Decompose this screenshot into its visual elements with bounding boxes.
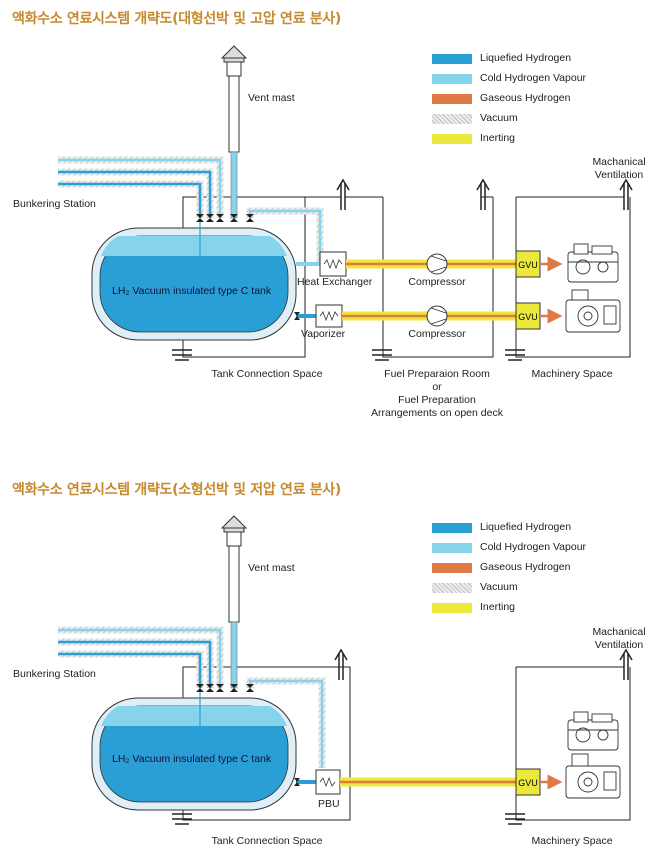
legend-label: Vacuum: [480, 112, 518, 124]
diagram-title-small-ship: 액화수소 연료시스템 개략도(소형선박 및 저압 연료 분사): [12, 482, 341, 498]
pbu: [315, 769, 341, 795]
valve-row: [196, 214, 254, 222]
legend-swatch: [432, 523, 472, 533]
gvu-label: GVU: [518, 778, 538, 788]
engine-icon: [565, 711, 621, 799]
vent-mast: [220, 515, 248, 623]
pbu-label: PBU: [318, 798, 340, 810]
vent-mast-label: Vent mast: [248, 92, 295, 104]
legend-swatch: [432, 603, 472, 613]
vaporizer: [315, 304, 343, 328]
lh2-tank: [91, 692, 297, 811]
machinery-space-label: Machinery Space: [531, 368, 613, 380]
ground-symbol: [505, 349, 525, 361]
vent-pipe: [230, 621, 238, 689]
bunkering-station-label: Bunkering Station: [13, 198, 96, 210]
ground-symbol: [172, 349, 192, 361]
legend-label: Cold Hydrogen Vapour: [480, 72, 587, 84]
mechanical-ventilation-label: Ventilation: [594, 169, 644, 181]
ventilation-arrow: [334, 648, 348, 680]
ground-symbol: [172, 813, 192, 825]
mechanical-ventilation-label: Machanical: [592, 626, 646, 638]
compressor-label: Compressor: [408, 276, 466, 288]
engine-icon: [565, 289, 621, 333]
engine-icon: [567, 243, 619, 283]
tank-connection-space-label: Tank Connection Space: [211, 835, 323, 847]
legend-swatch: [432, 543, 472, 553]
ground-symbol: [505, 813, 525, 825]
valve-icon: [294, 312, 300, 320]
fuel-room-label: Fuel Preparation: [398, 394, 476, 406]
valve-row: [196, 684, 254, 692]
legend-swatch: [432, 563, 472, 573]
vent-pipe: [230, 151, 238, 219]
vent-mast-label: Vent mast: [248, 562, 295, 574]
vaporizer-label: Vaporizer: [301, 328, 346, 340]
valve-icon: [294, 778, 300, 786]
legend-swatch: [432, 74, 472, 84]
mechanical-ventilation-label: Machanical: [592, 156, 646, 168]
fuel-room-label: Fuel Preparaion Room: [384, 368, 490, 380]
lh2-tank: [91, 222, 297, 341]
machinery-space: [515, 667, 631, 821]
legend-label: Inerting: [480, 132, 516, 144]
compressor-icon: [426, 305, 448, 327]
schematic-small-ship: GVU: [58, 515, 633, 825]
gvu-box: [515, 768, 541, 796]
legend-label: Gaseous Hydrogen: [480, 561, 571, 573]
bunkering-station-label: Bunkering Station: [13, 668, 96, 680]
gvu-box: [515, 302, 541, 330]
bunkering-lines: [58, 156, 324, 262]
ground-symbol: [372, 349, 392, 361]
pbu-line: [294, 769, 341, 795]
gvu-box: [515, 250, 541, 278]
legend-swatch: [432, 114, 472, 124]
machinery-space-label: Machinery Space: [531, 835, 613, 847]
compressor-label: Compressor: [408, 328, 466, 340]
compressor-icon: [426, 253, 448, 275]
bunkering-lines: [58, 626, 326, 768]
fuel-preparation-room: [382, 197, 494, 358]
heat-exchanger: [319, 251, 347, 277]
vaporizer-line: [294, 304, 343, 328]
legend-swatch: [432, 134, 472, 144]
heat-exchanger-label: Heat Exchanger: [297, 276, 373, 288]
ventilation-arrow: [476, 178, 490, 210]
schematic-large-ship: GVU GVU: [58, 45, 633, 361]
legend-swatch: [432, 94, 472, 104]
legend-label: Gaseous Hydrogen: [480, 92, 571, 104]
legend-swatch: [432, 583, 472, 593]
hx-outlet-line: [296, 251, 347, 277]
legend-swatch: [432, 54, 472, 64]
tank-connection-space-label: Tank Connection Space: [211, 368, 323, 380]
gvu-label: GVU: [518, 312, 538, 322]
legend-label: Vacuum: [480, 581, 518, 593]
ventilation-arrow: [619, 178, 633, 210]
diagram-title-large-ship: 액화수소 연료시스템 개략도(대형선박 및 고압 연료 분사): [12, 11, 341, 27]
legend-label: Liquefied Hydrogen: [480, 521, 572, 533]
vent-mast: [220, 45, 248, 153]
legend-label: Inerting: [480, 601, 516, 613]
gvu-label: GVU: [518, 260, 538, 270]
legend-label: Liquefied Hydrogen: [480, 52, 572, 64]
ventilation-arrow: [336, 178, 350, 210]
fuel-room-label: Arrangements on open deck: [371, 407, 503, 419]
tank-label: LH₂ Vacuum insulated type C tank: [112, 753, 272, 765]
tank-label: LH₂ Vacuum insulated type C tank: [112, 285, 272, 297]
fuel-room-label: or: [432, 381, 442, 393]
legend-label: Cold Hydrogen Vapour: [480, 541, 587, 553]
ventilation-arrow: [619, 648, 633, 680]
mechanical-ventilation-label: Ventilation: [594, 639, 644, 651]
